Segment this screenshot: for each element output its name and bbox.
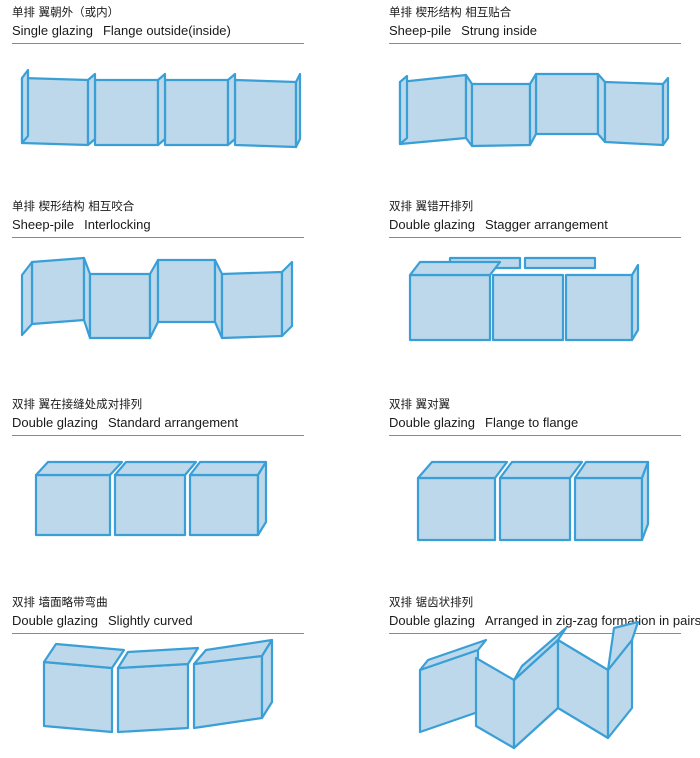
figure-single-glazing <box>20 68 302 149</box>
divider-line <box>12 435 304 436</box>
figure-double-glazing-stagger <box>408 256 640 342</box>
figure-sheep-pile-interlocking <box>20 256 294 340</box>
illustration-group <box>20 68 670 750</box>
figure-double-glazing-flange-to-flange <box>416 460 650 542</box>
figure-double-glazing-curved <box>42 638 274 734</box>
item-chinese-caption: 单排 楔形结构 相互咬合 <box>12 199 135 213</box>
item-chinese-caption: 双排 翼错开排列 <box>389 199 474 213</box>
divider-line <box>389 43 681 44</box>
item-chinese-caption: 双排 锯齿状排列 <box>389 595 474 609</box>
figure-sheep-pile-strung <box>398 72 670 148</box>
divider-line <box>12 633 304 634</box>
item-chinese-caption: 单排 楔形结构 相互贴合 <box>389 5 512 19</box>
item-chinese-caption: 双排 墙面略带弯曲 <box>12 595 108 609</box>
item-chinese-caption: 双排 翼在接缝处成对排列 <box>12 397 143 411</box>
divider-line <box>389 633 681 634</box>
figure-double-glazing-zig-zag <box>418 620 640 750</box>
divider-line <box>12 237 304 238</box>
divider-line <box>12 43 304 44</box>
item-chinese-caption: 双排 翼对翼 <box>389 397 451 411</box>
figure-double-glazing-standard <box>34 460 268 537</box>
item-chinese-caption: 单排 翼朝外（或内） <box>12 5 120 19</box>
divider-line <box>389 435 681 436</box>
divider-line <box>389 237 681 238</box>
